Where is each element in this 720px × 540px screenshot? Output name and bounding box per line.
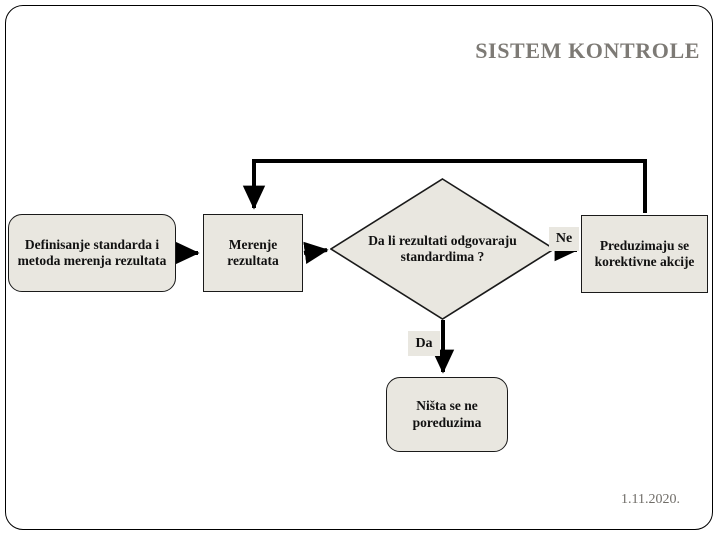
flow-node-decision-label: Da li rezultati odgovaraju standardima ? <box>368 233 517 264</box>
flow-node-decision: Da li rezultati odgovaraju standardima ? <box>330 178 555 320</box>
edge-label-yes: Da <box>408 331 440 356</box>
diamond-shape <box>330 178 555 320</box>
page-title: SISTEM KONTROLE <box>475 38 700 63</box>
flow-node-measure-results: Merenje rezultata <box>203 214 303 292</box>
flow-node-no-action: Ništa se ne poreduzima <box>386 377 508 452</box>
flow-node-corrective-actions: Preduzimaju se korektivne akcije <box>581 215 708 293</box>
edge-measure-to-decision <box>303 241 329 265</box>
slide-date: 1.11.2020. <box>621 492 680 507</box>
flow-node-define-standards: Definisanje standarda i metoda merenja r… <box>8 214 176 292</box>
edge-label-no: Ne <box>549 227 579 251</box>
